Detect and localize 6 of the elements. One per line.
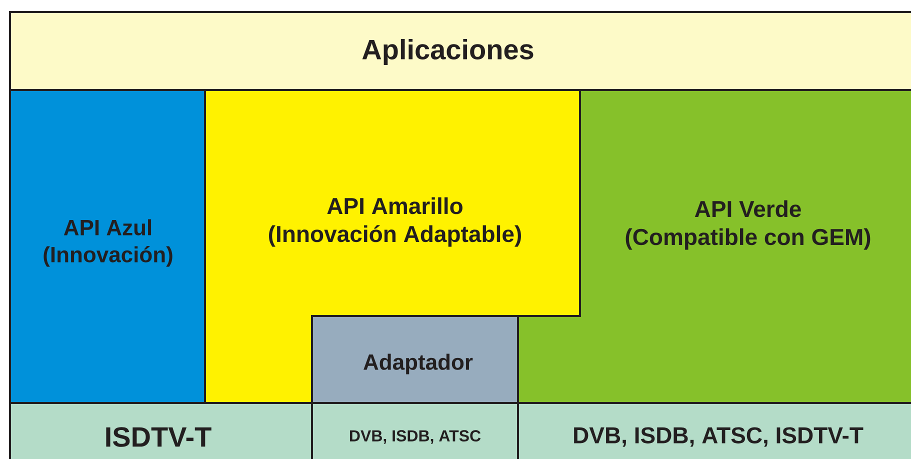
api-block: API Azul (Innovación)	[9, 89, 206, 404]
title-band: Aplicaciones	[9, 11, 911, 91]
standard-cell: DVB, ISDB, ATSC	[311, 402, 519, 459]
standard-cell: ISDTV-T	[9, 402, 313, 459]
adapter-block: Adaptador	[311, 315, 519, 404]
standard-cell: DVB, ISDB, ATSC, ISDTV-T	[517, 402, 911, 459]
